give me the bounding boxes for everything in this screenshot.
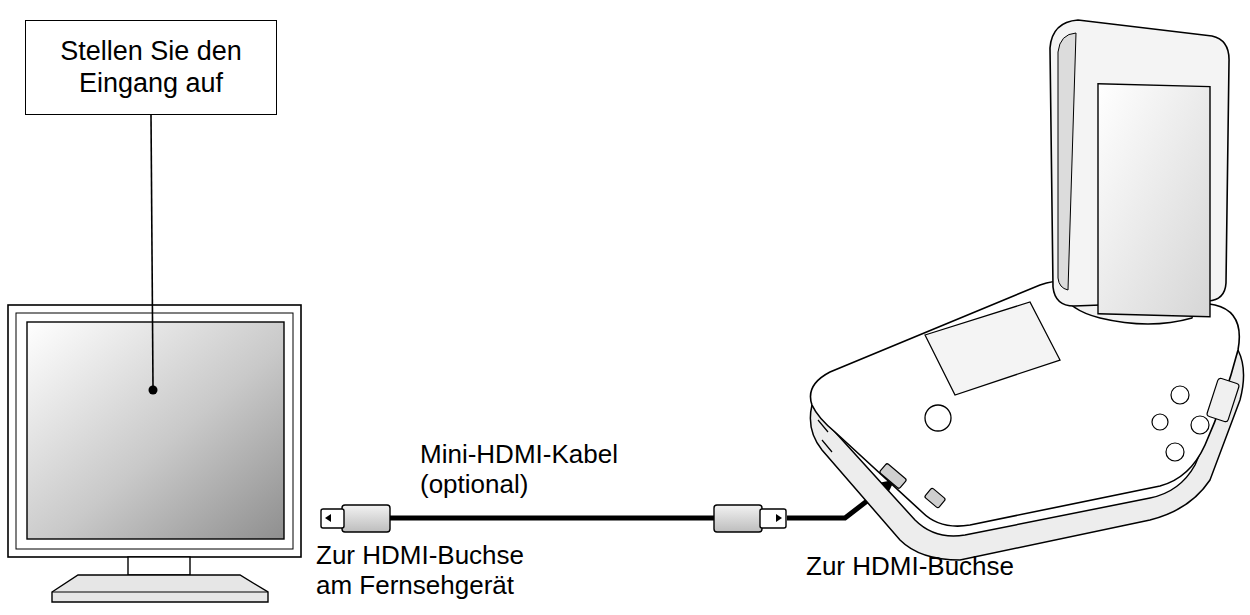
camcorder — [810, 20, 1243, 560]
caption-label: Zur HDMI-Buchse — [806, 552, 1066, 582]
camera-plug-body — [714, 505, 762, 532]
mini-hdmi-cable — [321, 481, 893, 532]
hdmi-port — [879, 463, 907, 489]
control-button — [1191, 416, 1209, 434]
record-button — [925, 405, 951, 431]
label-text: Zur HDMI-Buchse — [806, 551, 1014, 581]
tv-plug-tip — [321, 509, 344, 528]
instruction-text: Stellen Sie den Eingang auf — [40, 36, 262, 99]
leader-lines — [151, 115, 153, 386]
tv-screen — [27, 322, 284, 539]
monitor-edge — [1058, 33, 1076, 290]
leader-dot — [149, 386, 158, 395]
side-detail — [818, 420, 832, 452]
caption-label: Mini-HDMI-Kabel (optional) — [420, 440, 660, 500]
top-display — [925, 302, 1060, 395]
tv-neck — [128, 557, 190, 575]
plug-marker — [325, 514, 331, 522]
television — [8, 305, 301, 602]
camera-plug-tip — [760, 509, 786, 528]
tv-bezel — [16, 313, 293, 549]
lcd-screen — [1098, 84, 1210, 317]
label-text: Zur HDMI-Buchse am Fernsehgerät — [316, 540, 524, 600]
tv-plug-body — [342, 505, 390, 532]
tv-stand — [52, 575, 268, 602]
port — [924, 488, 946, 509]
tv-frame — [8, 305, 301, 557]
control-button — [1171, 386, 1189, 404]
control-button — [1152, 414, 1168, 430]
side-switch — [1206, 378, 1239, 423]
callout-box: Stellen Sie den Eingang auf — [25, 20, 277, 115]
caption-label: Zur HDMI-Buchse am Fernsehgerät — [316, 541, 566, 601]
control-button — [1166, 443, 1184, 461]
label-text: Mini-HDMI-Kabel (optional) — [420, 439, 618, 499]
leader-line — [151, 115, 153, 386]
tv-stand-edge — [52, 592, 268, 593]
plug-marker — [776, 514, 782, 522]
cable-wire — [388, 516, 716, 521]
